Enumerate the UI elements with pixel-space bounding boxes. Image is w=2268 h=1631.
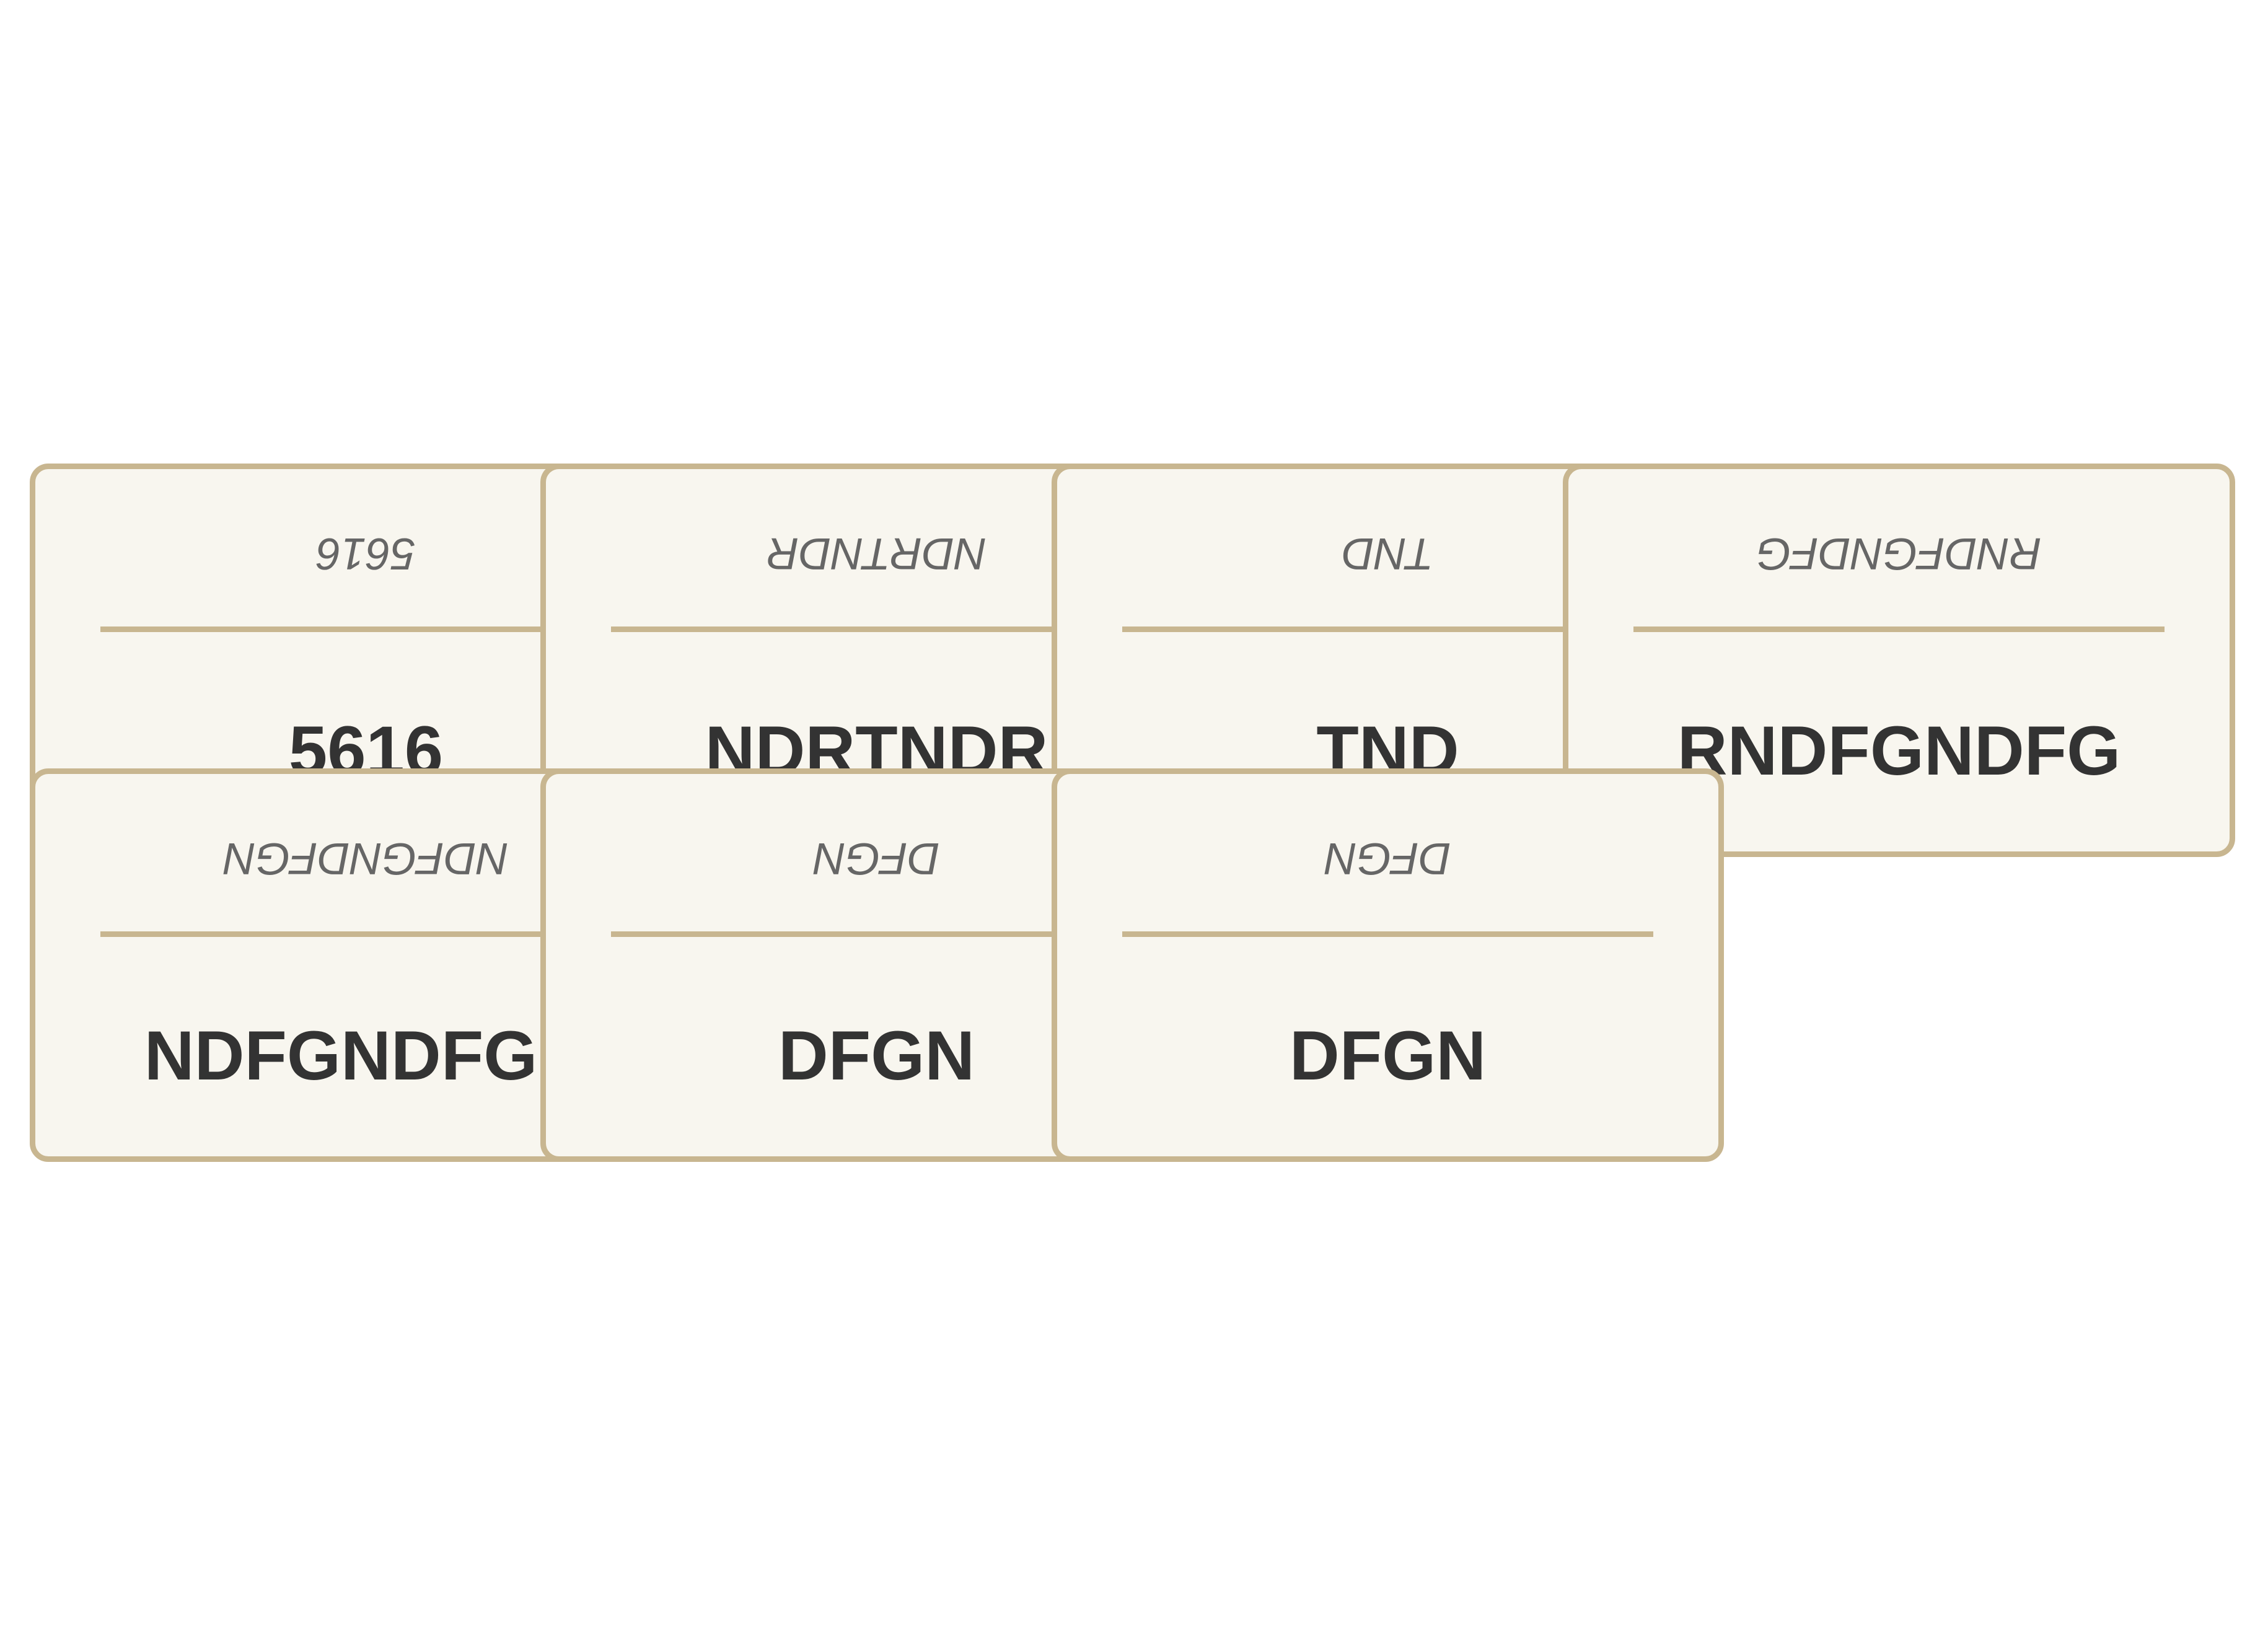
card-bottom-text: RNDFGNDFG xyxy=(1677,712,2121,789)
card-top-text-inverted: DFGN xyxy=(1324,833,1451,883)
card-divider xyxy=(611,626,1142,632)
card-bottom-text: DFGN xyxy=(1289,1017,1487,1094)
card-bottom-text: DFGN xyxy=(778,1017,975,1094)
card-bottom-text: NDFGNDFGN xyxy=(144,1017,588,1094)
card-divider xyxy=(1633,626,2165,632)
card-divider xyxy=(100,931,631,937)
card-divider xyxy=(611,931,1142,937)
flashcard[interactable]: RNDFGNDFG RNDFGNDFG xyxy=(1563,464,2235,857)
card-divider xyxy=(1122,626,1653,632)
flashcard[interactable]: DFGN DFGN xyxy=(1052,768,1724,1162)
card-top-text-inverted: RNDFGNDFG xyxy=(1756,529,2042,578)
card-divider xyxy=(1122,931,1653,937)
card-divider xyxy=(100,626,631,632)
